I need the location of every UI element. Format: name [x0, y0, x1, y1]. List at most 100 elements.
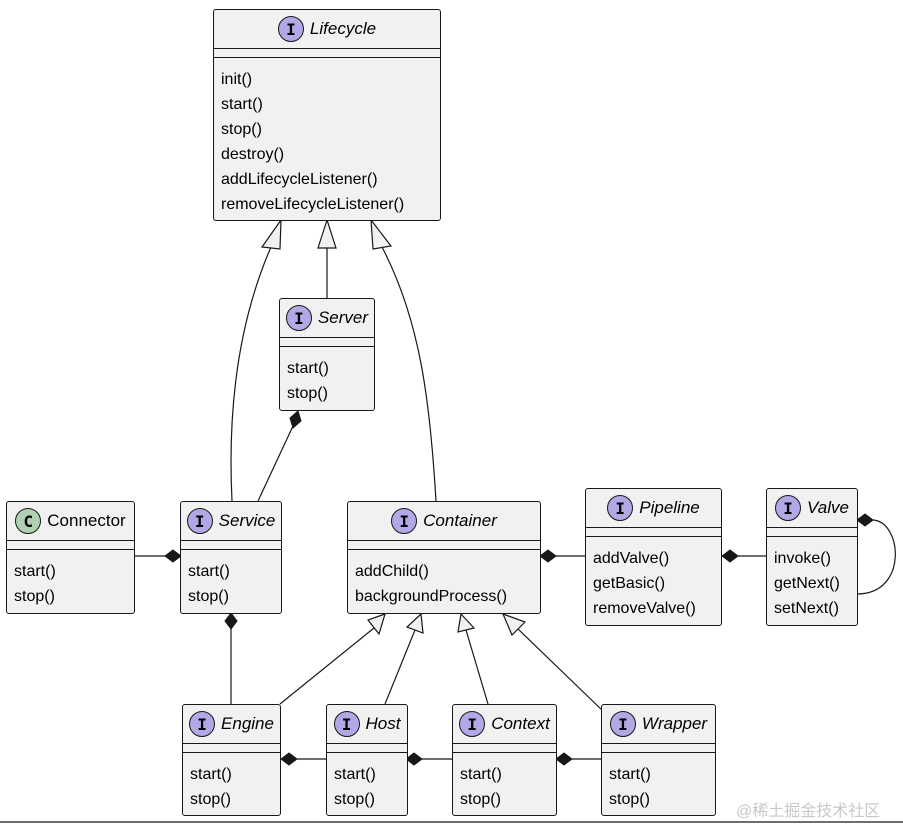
lifecycle-header: I Lifecycle [214, 10, 440, 48]
method: stop() [609, 791, 650, 808]
wrapper-interface: I Wrapper start() stop() [601, 704, 716, 816]
method: start() [287, 360, 329, 377]
edge-valve-self [856, 519, 896, 595]
method: start() [190, 766, 232, 783]
method: start() [188, 563, 230, 580]
context-header: I Context [453, 705, 556, 743]
watermark: @稀土掘金技术社区 [736, 803, 881, 820]
container-interface: I Container addChild() backgroundProcess… [347, 501, 541, 614]
divider [7, 540, 134, 541]
interface-badge-icon: I [609, 711, 636, 737]
host-title: Host [365, 714, 401, 733]
arrowhead-host-container [405, 612, 424, 634]
method: start() [14, 563, 56, 580]
method: stop() [221, 121, 262, 138]
server-methods: start() stop() [280, 347, 374, 406]
method: init() [221, 71, 253, 88]
method: addValve() [593, 550, 670, 567]
lifecycle-interface: I Lifecycle init() start() stop() destro… [213, 9, 441, 221]
service-methods: start() stop() [181, 550, 281, 609]
connector-title: Connector [47, 511, 126, 530]
method: stop() [460, 791, 501, 808]
edge-container-lifecycle [381, 246, 437, 502]
divider [602, 743, 715, 744]
host-header: I Host [327, 705, 407, 743]
server-title: Server [317, 308, 369, 327]
wrapper-header: I Wrapper [602, 705, 715, 743]
service-interface: I Service start() stop() [180, 501, 282, 614]
method: getNext() [774, 575, 840, 592]
interface-badge-icon: I [607, 495, 634, 521]
server-interface: I Server start() stop() [279, 298, 375, 411]
diamond-server-service [289, 410, 302, 429]
edge-server-service [257, 425, 294, 502]
arrowhead-engine-container [367, 613, 386, 636]
server-header: I Server [280, 299, 374, 337]
method: stop() [14, 588, 55, 605]
edge-service-lifecycle [230, 246, 272, 502]
method: backgroundProcess() [355, 588, 508, 605]
method: stop() [334, 791, 375, 808]
interface-badge-icon: I [277, 16, 304, 42]
divider [586, 536, 721, 537]
pipeline-header: I Pipeline [586, 489, 721, 527]
context-interface: I Context start() stop() [452, 704, 557, 816]
connector-header: C Connector [7, 502, 134, 540]
method: addChild() [355, 563, 429, 580]
lifecycle-title: Lifecycle [309, 19, 377, 38]
container-methods: addChild() backgroundProcess() [348, 550, 540, 609]
wrapper-title: Wrapper [641, 714, 708, 733]
engine-header: I Engine [183, 705, 280, 743]
engine-methods: start() stop() [183, 753, 280, 812]
wrapper-methods: start() stop() [602, 753, 715, 812]
engine-title: Engine [221, 714, 274, 733]
method: setNext() [774, 600, 839, 617]
divider [586, 527, 721, 528]
valve-header: I Valve [767, 489, 857, 527]
method: removeValve() [593, 600, 696, 617]
method: getBasic() [593, 575, 666, 592]
divider [183, 743, 280, 744]
divider [280, 346, 374, 347]
divider [181, 540, 281, 541]
edge-wrapper-container [517, 628, 605, 713]
interface-badge-icon: I [775, 495, 802, 521]
interface-badge-icon: I [391, 508, 418, 534]
divider [181, 549, 281, 550]
divider [348, 540, 540, 541]
arrowhead-server-lifecycle [317, 218, 337, 249]
pipeline-title: Pipeline [639, 498, 700, 517]
bottom-divider [0, 821, 903, 823]
container-header: I Container [348, 502, 540, 540]
divider [327, 752, 407, 753]
divider [214, 48, 440, 49]
divider [602, 752, 715, 753]
diamond-host-context [405, 752, 423, 766]
method: start() [460, 766, 502, 783]
service-title: Service [218, 511, 276, 530]
edge-host-container [384, 629, 416, 705]
valve-methods: invoke() getNext() setNext() [767, 537, 857, 621]
arrowhead-container-lifecycle [370, 218, 393, 250]
divider [767, 527, 857, 528]
diamond-valve-self [856, 513, 874, 527]
divider [453, 743, 556, 744]
divider [767, 536, 857, 537]
diamond-container-pipeline [539, 549, 557, 563]
divider [183, 752, 280, 753]
container-title: Container [423, 511, 497, 530]
method: start() [221, 96, 263, 113]
diamond-engine-host [280, 752, 298, 766]
host-methods: start() stop() [327, 753, 407, 812]
interface-badge-icon: I [189, 711, 216, 737]
diamond-service-engine [224, 612, 238, 630]
arrowhead-wrapper-container [501, 612, 527, 637]
arrowhead-context-container [457, 612, 476, 633]
diamond-context-wrapper [555, 752, 573, 766]
method: stop() [190, 791, 231, 808]
method: stop() [188, 588, 229, 605]
connector-methods: start() stop() [7, 550, 134, 609]
method: removeLifecycleListener() [221, 196, 405, 213]
interface-badge-icon: I [285, 305, 312, 331]
